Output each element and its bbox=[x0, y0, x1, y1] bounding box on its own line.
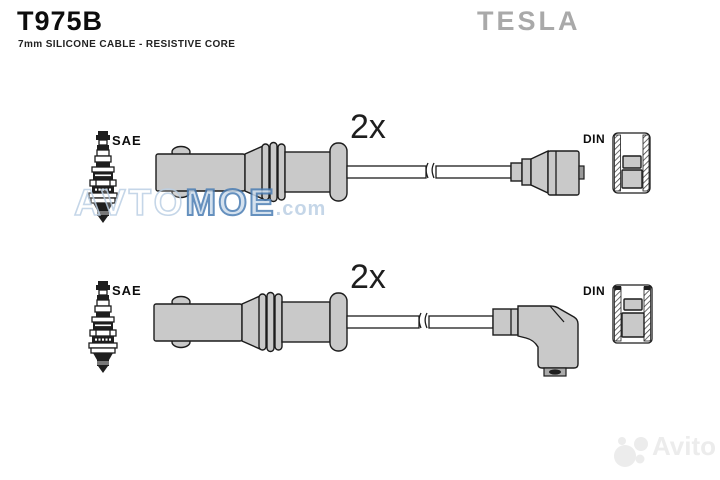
din-label-row2: DIN bbox=[583, 284, 606, 298]
avtomoe-watermark-solid: MOE bbox=[184, 182, 276, 223]
part-number: T975B bbox=[17, 6, 104, 36]
cable-boot-straight bbox=[153, 291, 348, 353]
avito-watermark-text: Avito bbox=[652, 431, 717, 461]
quantity-label-row1: 2x bbox=[350, 108, 386, 146]
avito-logo-icon bbox=[614, 437, 648, 467]
din-terminal-straight bbox=[510, 149, 585, 196]
sae-label-row2: SAE bbox=[112, 283, 142, 298]
product-description: 7mm SILICONE CABLE - RESISTIVE CORE bbox=[18, 39, 236, 50]
avito-watermark: Avito bbox=[596, 433, 716, 459]
avtomoe-watermark-outline: AVTO bbox=[73, 182, 186, 223]
quantity-label-row2: 2x bbox=[350, 258, 386, 296]
din-terminal-angled bbox=[492, 305, 579, 377]
din-cap-section bbox=[612, 284, 653, 344]
cable-row-angled bbox=[88, 280, 653, 377]
cable-with-break bbox=[346, 312, 494, 329]
brand-logo: TESLA bbox=[477, 6, 581, 36]
cable-boot-straight bbox=[155, 141, 348, 203]
cable-with-break bbox=[346, 162, 512, 179]
avtomoe-watermark-suffix: .com bbox=[275, 198, 327, 220]
din-label-row1: DIN bbox=[583, 132, 606, 146]
din-cap-section bbox=[612, 132, 651, 194]
sae-label-row1: SAE bbox=[112, 133, 142, 148]
cable-row-straight bbox=[88, 130, 651, 224]
